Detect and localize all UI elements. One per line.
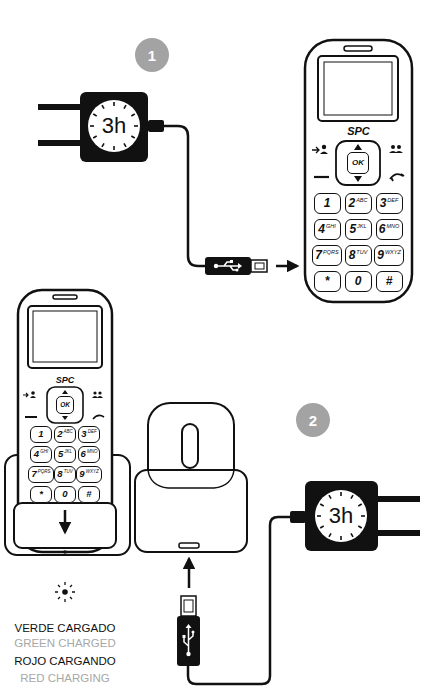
status-label: GREEN CHARGED: [0, 638, 130, 650]
keypad-key: *: [314, 271, 341, 292]
timer-dial: 3h: [314, 489, 368, 543]
key-digit: *: [39, 489, 43, 499]
keypad-key: #: [78, 486, 100, 503]
keypad-key: 9WXYZ: [76, 466, 101, 483]
keypad-key: 0: [345, 271, 372, 292]
wall-charger: [38, 92, 164, 162]
keypad-key: *: [30, 486, 52, 503]
key-letters: WXYZ: [385, 250, 401, 256]
keypad-key: 7PQRS: [312, 245, 341, 266]
node-label: OK: [60, 402, 70, 409]
key-digit: 9: [377, 249, 384, 261]
key-letters: ABC: [356, 198, 367, 204]
phone-handset: SPCOK12ABC3DEF4GHI5JKL6MNO7PQRS8TUV9WXYZ…: [18, 290, 112, 552]
keypad-key: 8TUV: [54, 466, 76, 483]
ok-button: OK: [347, 152, 369, 174]
key-letters: GHI: [40, 450, 48, 455]
keypad-key: 2ABC: [54, 426, 76, 443]
status-label: VERDE CARGADO: [0, 623, 130, 635]
keypad-key: 0: [54, 486, 76, 503]
key-digit: 0: [355, 275, 362, 287]
key-digit: #: [86, 489, 91, 499]
key-letters: DEF: [88, 430, 97, 435]
plug-in-arrow: [276, 265, 297, 268]
micro-usb-plug: [205, 257, 267, 275]
key-digit: 7: [31, 469, 36, 479]
key-letters: JKL: [64, 450, 72, 455]
key-letters: PQRS: [323, 250, 339, 256]
timer-dial: 3h: [87, 99, 141, 153]
status-label: RED CHARGING: [0, 673, 130, 685]
key-letters: GHI: [326, 224, 336, 230]
wall-charger: [290, 481, 420, 551]
key-letters: ABC: [64, 430, 73, 435]
keypad-key: 5JKL: [54, 446, 76, 463]
plug-in-arrow: [188, 559, 191, 588]
key-digit: 4: [34, 449, 39, 459]
key-digit: 3: [81, 429, 86, 439]
led-light-icon: [55, 582, 75, 602]
key-letters: JKL: [357, 224, 366, 230]
keypad-key: 4GHI: [314, 219, 341, 240]
key-letters: WXYZ: [86, 470, 99, 475]
keypad-key: 8TUV: [345, 245, 372, 266]
keypad-key: 3DEF: [78, 426, 100, 443]
key-letters: MNO: [386, 224, 399, 230]
key-digit: 4: [318, 223, 325, 235]
key-digit: 0: [62, 489, 67, 499]
cradle-back: [135, 403, 247, 552]
micro-usb-plug: [177, 596, 200, 666]
key-digit: 8: [349, 249, 356, 261]
key-letters: TUV: [356, 250, 367, 256]
ok-button: OK: [56, 396, 74, 414]
key-digit: 6: [81, 449, 86, 459]
key-digit: 1: [324, 197, 331, 209]
key-digit: #: [386, 275, 393, 287]
key-digit: 6: [379, 223, 386, 235]
node-label: 3h: [329, 505, 353, 527]
key-digit: 3: [380, 197, 387, 209]
node-label: 1: [148, 48, 156, 63]
key-digit: 2: [57, 429, 62, 439]
key-digit: 1: [38, 429, 43, 439]
brand-logo: SPC: [18, 376, 112, 385]
charger-cable: [188, 517, 290, 684]
keypad-key: 6MNO: [78, 446, 101, 463]
key-letters: PQRS: [38, 470, 51, 475]
keypad-key: 1: [314, 193, 341, 214]
keypad-key: 4GHI: [30, 446, 52, 463]
node-label: OK: [352, 159, 364, 167]
callout-number: 1: [135, 38, 169, 72]
keypad-key: 2ABC: [345, 193, 372, 214]
key-letters: MNO: [87, 450, 98, 455]
keypad-key: 3DEF: [376, 193, 403, 214]
key-digit: 2: [349, 197, 356, 209]
keypad-key: 9WXYZ: [374, 245, 404, 266]
callout-number: 2: [296, 403, 330, 437]
status-label: ROJO CARGANDO: [0, 656, 130, 668]
key-digit: 5: [349, 223, 356, 235]
key-digit: 8: [57, 469, 62, 479]
phone-handset: SPCOK12ABC3DEF4GHI5JKL6MNO7PQRS8TUV9WXYZ…: [305, 40, 412, 302]
key-letters: DEF: [387, 198, 398, 204]
keypad-key: 7PQRS: [28, 466, 53, 483]
keypad-key: 1: [30, 426, 52, 443]
key-digit: 7: [315, 249, 322, 261]
key-digit: 9: [79, 469, 84, 479]
node-label: 2: [309, 413, 317, 428]
phone-body: [305, 40, 412, 302]
keypad-key: #: [376, 271, 403, 292]
key-digit: 5: [58, 449, 63, 459]
charging-cradle: [14, 503, 116, 554]
key-letters: TUV: [64, 470, 73, 475]
keypad-key: 5JKL: [345, 219, 372, 240]
keypad-key: 6MNO: [376, 219, 403, 240]
node-label: 3h: [102, 115, 126, 137]
charger-cable: [164, 126, 205, 266]
brand-logo: SPC: [305, 126, 412, 137]
key-digit: *: [325, 275, 330, 287]
